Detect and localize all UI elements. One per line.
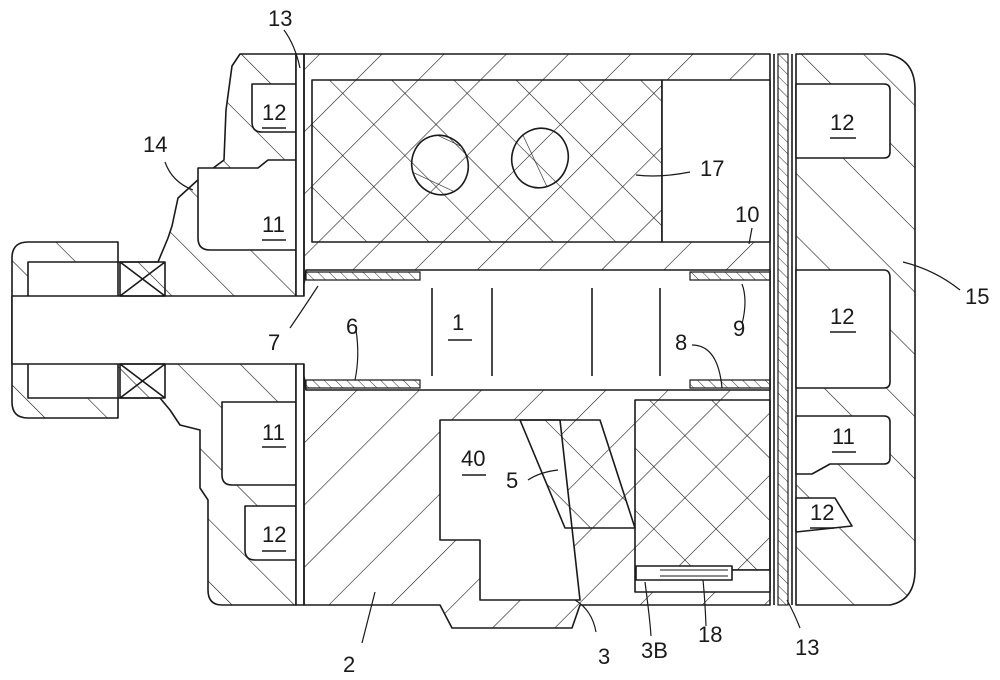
label-12-upper-right: 12 (830, 110, 854, 135)
label-14: 14 (143, 132, 167, 157)
spring-pin-18 (635, 565, 733, 581)
reference-labels: 13 12 14 11 7 6 1 17 10 9 8 12 12 15 11 … (143, 6, 989, 677)
rotor-lobes (410, 127, 570, 196)
label-11-lower-right: 11 (832, 424, 855, 449)
label-2: 2 (343, 652, 355, 677)
right-cover-15 (795, 53, 916, 606)
label-11-upper-left: 11 (262, 212, 285, 237)
label-3B: 3B (641, 638, 668, 663)
label-8: 8 (675, 330, 687, 355)
label-15: 15 (965, 284, 989, 309)
label-12-lower-left: 12 (262, 522, 286, 547)
label-12-lower-right: 12 (810, 500, 834, 525)
label-6: 6 (346, 314, 358, 339)
label-11-lower-left: 11 (262, 420, 285, 445)
leader-lines (164, 29, 961, 644)
label-17: 17 (700, 156, 724, 181)
label-3: 3 (598, 644, 610, 669)
drive-shaft (11, 261, 771, 399)
label-18: 18 (698, 622, 722, 647)
label-10: 10 (735, 202, 759, 227)
label-7: 7 (268, 330, 280, 355)
label-40: 40 (461, 446, 485, 471)
label-13-bottom: 13 (795, 635, 819, 660)
label-12-upper-left: 12 (262, 100, 286, 125)
label-13-top: 13 (268, 6, 292, 31)
gasket-plate-13-right (773, 53, 793, 606)
label-1: 1 (452, 310, 464, 335)
label-12-mid-right: 12 (830, 304, 854, 329)
label-9: 9 (733, 316, 745, 341)
label-5: 5 (506, 468, 518, 493)
